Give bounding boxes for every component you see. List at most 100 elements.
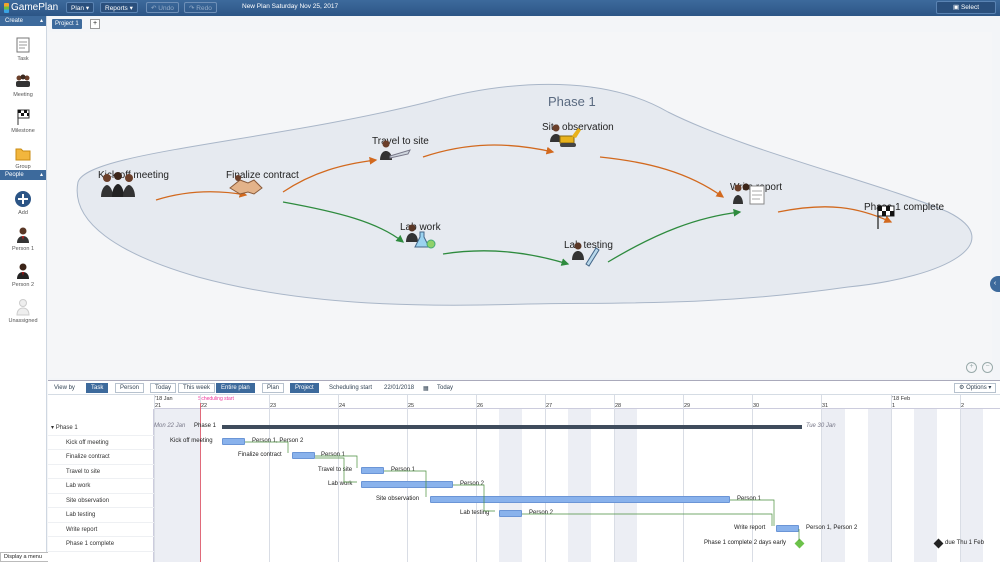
node-phase-1-complete[interactable]: Phase 1 complete: [864, 202, 944, 229]
tab-project-1[interactable]: Project 1: [52, 19, 82, 29]
add-tab-button[interactable]: +: [90, 19, 100, 29]
node-site-observation[interactable]: Site observation: [542, 122, 614, 147]
bar-label-report: Write report: [734, 525, 766, 531]
bar-label-site: Site observation: [376, 496, 420, 502]
task-row[interactable]: Lab testing: [48, 508, 154, 523]
gantt-panel: View by Task Person Today This week Enti…: [48, 380, 1000, 562]
node-write-report[interactable]: Write report: [730, 182, 782, 205]
node-lab-testing[interactable]: Lab testing: [564, 240, 613, 267]
bar-labtesting[interactable]: [499, 510, 522, 517]
person-1[interactable]: Person 1: [0, 216, 46, 252]
create-milestone[interactable]: Milestone: [0, 98, 46, 134]
arrow-labtesting-report[interactable]: [607, 208, 742, 263]
arrow-report-complete[interactable]: [777, 206, 893, 223]
weekend-shade: [614, 395, 637, 562]
project-view-button[interactable]: Project: [290, 383, 319, 393]
create-group[interactable]: Group: [0, 134, 46, 170]
plan-canvas[interactable]: Phase 1 Kick off meeting Finalize contra…: [48, 32, 993, 378]
collapse-icon[interactable]: ▾: [51, 425, 55, 431]
test-tube-icon: [572, 242, 600, 267]
undo-button[interactable]: ↶ Undo: [146, 2, 179, 13]
bar-people-travel: Person 1: [391, 467, 416, 473]
bar-finalize[interactable]: [292, 452, 315, 459]
task-row[interactable]: Kick off meeting: [48, 436, 154, 450]
bar-labwork[interactable]: [361, 481, 453, 488]
create-meeting[interactable]: Meeting: [0, 62, 46, 98]
person-2[interactable]: Person 2: [0, 252, 46, 288]
weekend-shade: [568, 395, 591, 562]
phase-group-shape[interactable]: [76, 83, 973, 306]
calendar-icon[interactable]: ▦: [423, 386, 429, 392]
task-row[interactable]: Travel to site: [48, 465, 154, 479]
scheduling-start-marker-label: Scheduling start: [198, 396, 234, 402]
panel-toggle-handle[interactable]: ‹: [990, 276, 1000, 292]
bar-travel[interactable]: [361, 467, 384, 474]
arrow-kickoff-finalize[interactable]: [155, 190, 248, 201]
timeline-header: [154, 395, 1000, 409]
task-row[interactable]: Lab work: [48, 479, 154, 494]
bar-site-observation[interactable]: [430, 496, 730, 503]
this-week-button[interactable]: This week: [178, 383, 216, 393]
task-label: Task: [17, 56, 29, 62]
arrow-labwork-labtesting[interactable]: [442, 250, 570, 266]
gantt-timeline[interactable]: '18 Jan Scheduling start '18 Feb 21 22 2…: [154, 395, 1000, 562]
day-label: 28: [615, 403, 622, 409]
bar-kickoff[interactable]: [222, 438, 245, 445]
node-label: Site observation: [542, 122, 614, 133]
task-list: ▾ Phase 1 Kick off meeting Finalize cont…: [48, 409, 154, 562]
chevron-down-icon: ▾: [988, 385, 992, 391]
add-label: Add: [18, 210, 28, 216]
chevron-left-icon: ‹: [993, 280, 997, 287]
create-task[interactable]: Task: [0, 26, 46, 62]
task-row[interactable]: Site observation: [48, 494, 154, 508]
day-tick: [269, 395, 270, 562]
phase-summary-bar[interactable]: [222, 425, 802, 429]
reports-menu-button[interactable]: Reports ▾: [100, 2, 138, 13]
scheduling-start-date[interactable]: 22/01/2018: [384, 385, 415, 391]
entire-plan-button[interactable]: Entire plan: [216, 383, 255, 393]
view-by-person-button[interactable]: Person: [115, 383, 145, 393]
select-button[interactable]: ▣ Select: [936, 1, 996, 14]
bar-write-report[interactable]: [776, 525, 799, 532]
day-tick: [752, 395, 753, 562]
task-row[interactable]: Finalize contract: [48, 450, 154, 465]
node-label: Finalize contract: [226, 170, 299, 181]
options-button[interactable]: ⚙ Options ▾: [954, 383, 997, 393]
node-travel-to-site[interactable]: Travel to site: [372, 136, 429, 160]
weekend-shade: [154, 395, 200, 562]
plan-menu-button[interactable]: Plan ▾: [66, 2, 95, 13]
app-logo: GamePlan: [4, 2, 58, 13]
view-by-task-button[interactable]: Task: [86, 383, 109, 393]
phase-label[interactable]: Phase 1: [548, 94, 596, 109]
gantt-toolbar: View by Task Person Today This week Enti…: [48, 381, 1000, 395]
due-date-note: due Thu 1 Feb: [945, 540, 984, 546]
today-button[interactable]: Today: [150, 383, 177, 393]
meeting-label: Meeting: [13, 92, 33, 98]
arrow-finalize-travel[interactable]: [282, 156, 378, 193]
bar-people-report: Person 1, Person 2: [806, 525, 858, 531]
plan-view-button[interactable]: Plan: [262, 383, 285, 393]
zoom-out-icon[interactable]: −: [982, 362, 993, 373]
add-person[interactable]: Add: [0, 180, 46, 216]
person-icon: [17, 227, 29, 243]
today-link[interactable]: Today: [437, 385, 454, 391]
plan-title: New Plan Saturday Nov 25, 2017: [242, 3, 339, 10]
task-row[interactable]: Phase 1 complete: [48, 537, 154, 552]
add-circle-icon: [15, 191, 31, 207]
report-icon: [733, 183, 765, 205]
arrow-travel-site[interactable]: [422, 144, 555, 158]
node-lab-work[interactable]: Lab work: [400, 222, 441, 249]
unassigned-person[interactable]: Unassigned: [0, 288, 46, 324]
zoom-in-icon[interactable]: +: [966, 362, 977, 373]
person-2-label: Person 2: [11, 282, 34, 288]
chevron-up-icon[interactable]: ▴: [39, 172, 43, 178]
arrow-finalize-labwork[interactable]: [282, 201, 405, 243]
chevron-up-icon[interactable]: ▴: [39, 18, 43, 24]
node-finalize-contract[interactable]: Finalize contract: [226, 170, 299, 195]
task-row-phase[interactable]: ▾ Phase 1: [48, 421, 154, 436]
arrow-site-report[interactable]: [599, 156, 725, 198]
redo-button[interactable]: ↷ Redo: [184, 2, 217, 13]
day-tick: [407, 395, 408, 562]
node-kick-off-meeting[interactable]: Kick off meeting: [98, 170, 169, 197]
task-row[interactable]: Write report: [48, 523, 154, 537]
